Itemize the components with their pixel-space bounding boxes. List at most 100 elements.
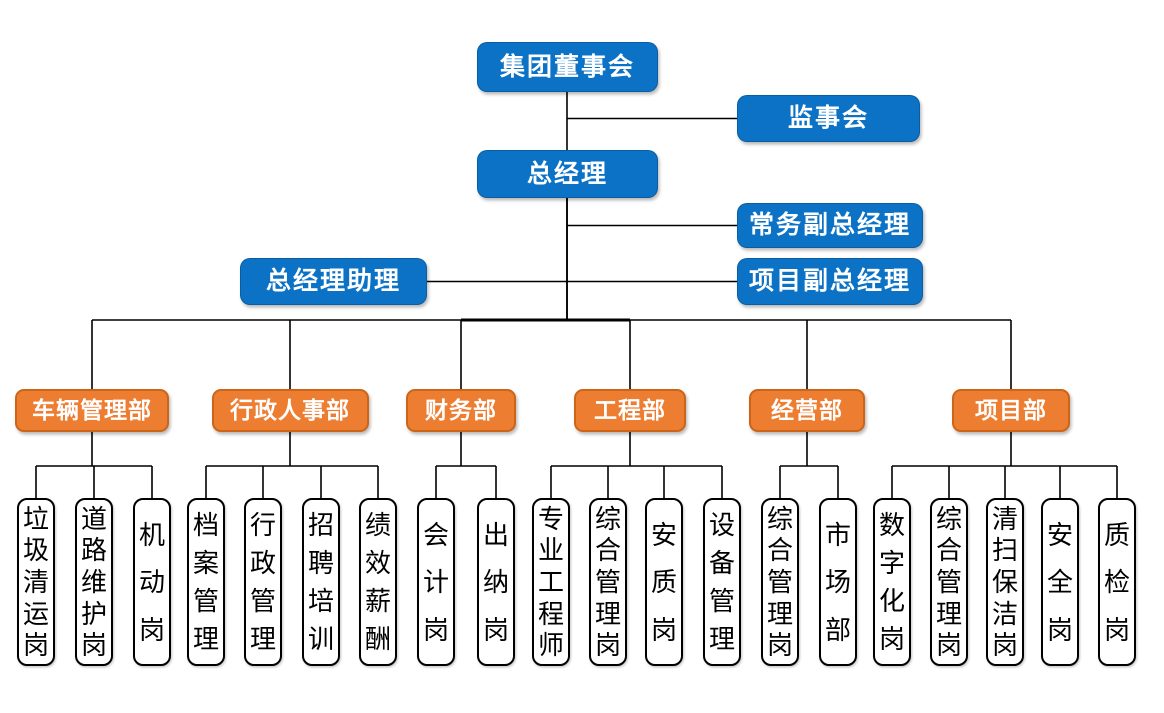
- position-label-char: 理: [594, 598, 621, 629]
- node-label: 总经理助理: [265, 267, 401, 295]
- position-label-char: 业: [537, 535, 564, 566]
- position-label-char: 综: [594, 503, 621, 534]
- position-box-3-1: 综合管理岗: [589, 498, 627, 666]
- position-label-char: 工: [537, 566, 564, 597]
- position-label-char: 设: [708, 510, 735, 540]
- position-label-char: 理: [766, 598, 793, 629]
- department-label: 项目部: [975, 397, 1047, 423]
- position-box-5-0: 数字化岗: [873, 498, 911, 666]
- position-label-char: 清: [991, 503, 1018, 534]
- position-label-char: 岗: [594, 630, 621, 661]
- position-label-char: 垃: [22, 503, 49, 534]
- project-deputy-gm-box: 项目副总经理: [737, 258, 923, 305]
- position-label-char: 专: [537, 503, 564, 534]
- position-label-char: 场: [824, 567, 851, 597]
- position-label-char: 管: [935, 566, 962, 597]
- position-label-char: 路: [80, 535, 107, 566]
- position-label-char: 政: [249, 548, 276, 578]
- position-box-4-1: 市场部: [819, 498, 857, 666]
- position-box-5-1: 综合管理岗: [930, 498, 968, 666]
- supervisory-box: 监事会: [737, 95, 920, 142]
- position-label-char: 安: [650, 519, 677, 550]
- position-label-char: 档: [192, 510, 219, 540]
- position-label-char: 数: [878, 510, 905, 540]
- position-label-char: 质: [650, 567, 677, 597]
- position-label-char: 会: [422, 519, 449, 550]
- position-label-char: 理: [708, 624, 735, 654]
- position-box-5-2: 清扫保洁岗: [986, 498, 1024, 666]
- position-label-char: 管: [192, 586, 219, 616]
- position-label-char: 招: [307, 510, 334, 540]
- position-label-char: 程: [537, 598, 564, 629]
- node-label: 项目副总经理: [748, 267, 911, 295]
- department-label: 财务部: [425, 397, 497, 423]
- gm-assistant-box: 总经理助理: [240, 258, 427, 305]
- position-box-4-0: 综合管理岗: [761, 498, 799, 666]
- department-label: 车辆管理部: [32, 397, 152, 423]
- position-label-char: 理: [935, 598, 962, 629]
- position-label-char: 道: [80, 503, 107, 534]
- position-label-char: 管: [708, 586, 735, 616]
- position-box-2-1: 出纳岗: [477, 498, 515, 666]
- position-label-char: 岗: [1103, 614, 1130, 645]
- position-label-char: 师: [537, 630, 564, 661]
- position-label-char: 聘: [307, 548, 334, 578]
- position-label-char: 岗: [138, 614, 165, 645]
- department-label: 经营部: [771, 397, 843, 423]
- position-label-char: 全: [1046, 567, 1073, 597]
- position-label-char: 管: [249, 586, 276, 616]
- position-label-char: 检: [1103, 567, 1130, 597]
- position-label-char: 运: [22, 598, 49, 629]
- position-label-char: 绩: [364, 510, 391, 540]
- department-label: 工程部: [594, 397, 666, 423]
- position-label-char: 岗: [1046, 614, 1073, 645]
- position-label-char: 案: [192, 548, 219, 578]
- department-box-0: 车辆管理部: [15, 389, 169, 432]
- position-label-char: 管: [766, 566, 793, 597]
- position-label-char: 岗: [80, 630, 107, 661]
- position-label-char: 综: [935, 503, 962, 534]
- position-box-1-3: 绩效薪酬: [359, 498, 397, 666]
- node-label: 常务副总经理: [748, 211, 911, 239]
- position-label-char: 理: [192, 624, 219, 654]
- position-label-char: 行: [249, 510, 276, 540]
- position-box-1-2: 招聘培训: [302, 498, 340, 666]
- position-label-char: 圾: [22, 535, 49, 566]
- position-label-char: 岗: [422, 614, 449, 645]
- position-label-char: 洁: [991, 598, 1018, 629]
- position-label-char: 岗: [991, 630, 1018, 661]
- position-label-char: 清: [22, 566, 49, 597]
- position-label-char: 管: [594, 566, 621, 597]
- department-box-4: 经营部: [749, 389, 865, 432]
- position-label-char: 安: [1046, 519, 1073, 550]
- node-label: 集团董事会: [499, 52, 635, 81]
- position-label-char: 理: [249, 624, 276, 654]
- node-label: 总经理: [526, 159, 608, 188]
- position-label-char: 薪: [364, 586, 391, 616]
- position-label-char: 合: [766, 535, 793, 566]
- general-manager-box: 总经理: [477, 150, 658, 198]
- position-label-char: 市: [824, 519, 851, 550]
- position-label-char: 岗: [482, 614, 509, 645]
- position-label-char: 岗: [935, 630, 962, 661]
- position-label-char: 部: [824, 614, 851, 645]
- department-box-5: 项目部: [952, 389, 1070, 432]
- department-box-1: 行政人事部: [211, 389, 369, 432]
- position-label-char: 纳: [482, 567, 509, 597]
- position-label-char: 岗: [650, 614, 677, 645]
- position-box-0-2: 机动岗: [133, 498, 171, 666]
- position-label-char: 备: [708, 548, 735, 578]
- position-label-char: 出: [482, 519, 509, 550]
- position-box-0-1: 道路维护岗: [75, 498, 113, 666]
- position-label-char: 合: [594, 535, 621, 566]
- department-box-3: 工程部: [574, 389, 686, 432]
- position-label-char: 训: [307, 624, 334, 654]
- position-box-3-0: 专业工程师: [532, 498, 570, 666]
- position-box-1-1: 行政管理: [244, 498, 282, 666]
- position-label-char: 效: [364, 548, 391, 578]
- position-label-char: 岗: [878, 624, 905, 654]
- position-box-3-3: 设备管理: [703, 498, 741, 666]
- position-box-5-4: 质检岗: [1098, 498, 1136, 666]
- position-label-char: 动: [138, 567, 165, 597]
